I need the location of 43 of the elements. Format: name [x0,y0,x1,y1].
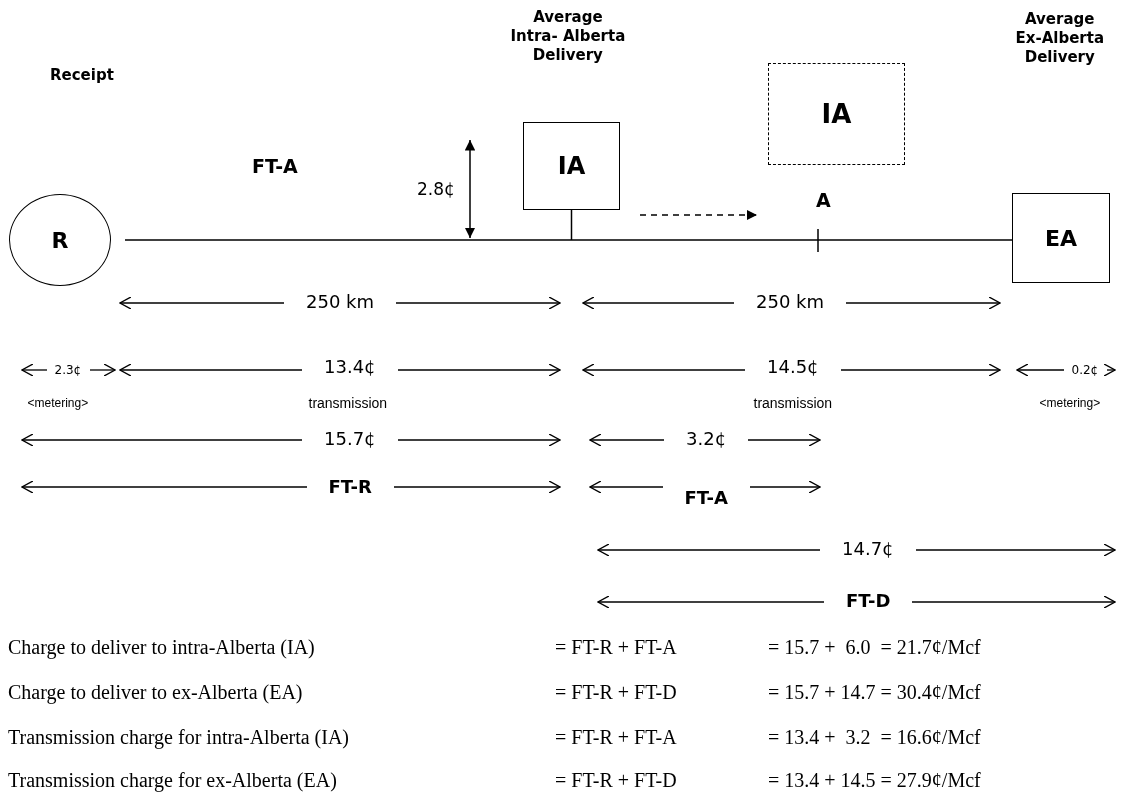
dimension-label: 15.7¢ [324,429,376,450]
dimension-label: FT-A [684,488,728,509]
dimension-label: 250 km [306,292,375,313]
station-caption: Average Intra- Alberta Delivery [510,8,626,65]
node-label: IA [821,99,852,129]
node-label: R [51,227,69,253]
node-label: EA [1044,225,1078,251]
row-label: Charge to deliver to intra-Alberta (IA) [8,636,315,659]
formula-text: = FT-R + FT-A [555,726,677,749]
station-caption: Average Ex-Alberta Delivery [1015,10,1104,67]
text-label: A [816,190,831,212]
formula-text: = 13.4 + 3.2 = 16.6¢/Mcf [768,726,981,749]
station-box [523,122,620,210]
dimension-label: 3.2¢ [686,429,727,450]
dimension-label: FT-D [846,591,891,612]
row-label: Transmission charge for ex-Alberta (EA) [8,769,337,792]
node-label: IA [557,152,586,180]
station-box [1012,193,1110,283]
dimension-label: 14.7¢ [842,539,894,560]
formula-text: = FT-R + FT-D [555,769,677,792]
dimension-label: 0.2¢ [1071,364,1099,378]
text-label: FT-A [252,156,298,178]
formula-text: = FT-R + FT-A [555,636,677,659]
dimension-label: 13.4¢ [324,357,376,378]
dimension-label: 250 km [756,292,825,313]
row-label: Charge to deliver to ex-Alberta (EA) [8,681,303,704]
dimension-label: 14.5¢ [767,357,819,378]
formula-text: = 15.7 + 6.0 = 21.7¢/Mcf [768,636,981,659]
dashed-box [768,63,905,165]
row-label: Transmission charge for intra-Alberta (IA) [8,726,350,749]
text-label: 2.8¢ [417,180,455,200]
pipeline-line [124,239,1013,241]
station-caption: Receipt [50,66,114,85]
connector-line [570,209,573,241]
dimension-label: <metering> [1039,397,1101,411]
formula-text: = FT-R + FT-D [555,681,677,704]
dimension-label: <metering> [27,397,89,411]
formula-text: = 13.4 + 14.5 = 27.9¢/Mcf [768,769,981,792]
dimension-label: FT-R [328,477,372,498]
text-label: transmission [308,395,388,412]
dimension-label: 2.3¢ [54,364,82,378]
formula-text: = 15.7 + 14.7 = 30.4¢/Mcf [768,681,981,704]
text-label: transmission [753,395,833,412]
